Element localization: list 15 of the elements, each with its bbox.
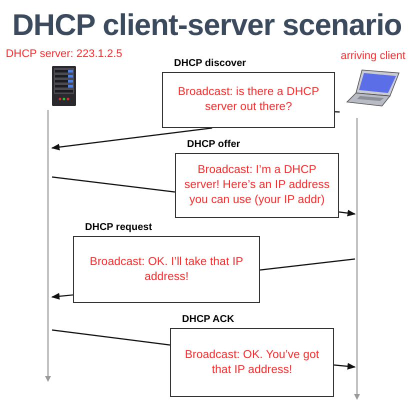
message-text: Broadcast: is there a DHCP server out there? [176, 85, 320, 115]
message-label: DHCP request [85, 222, 152, 235]
message-text: Broadcast: I’m a DHCP server! Here’s an IP address you can use (your IP addr) [183, 163, 331, 208]
message-text: Broadcast: OK. I’ll take that IP address! [88, 254, 244, 284]
arrow [334, 362, 356, 370]
message-label: DHCP discover [174, 58, 246, 71]
host-label: arriving client [340, 50, 406, 62]
host-label: DHCP server: 223.1.2.5 [6, 48, 122, 60]
message-label: DHCP ACK [182, 314, 234, 327]
message-label: DHCP offer [187, 139, 240, 152]
arrow [338, 210, 356, 216]
message-text: Broadcast: OK. You’ve got that IP address! [184, 348, 320, 378]
arrow [51, 292, 74, 300]
arrow [51, 127, 212, 150]
title: DHCP client-server scenario [11, 8, 403, 44]
